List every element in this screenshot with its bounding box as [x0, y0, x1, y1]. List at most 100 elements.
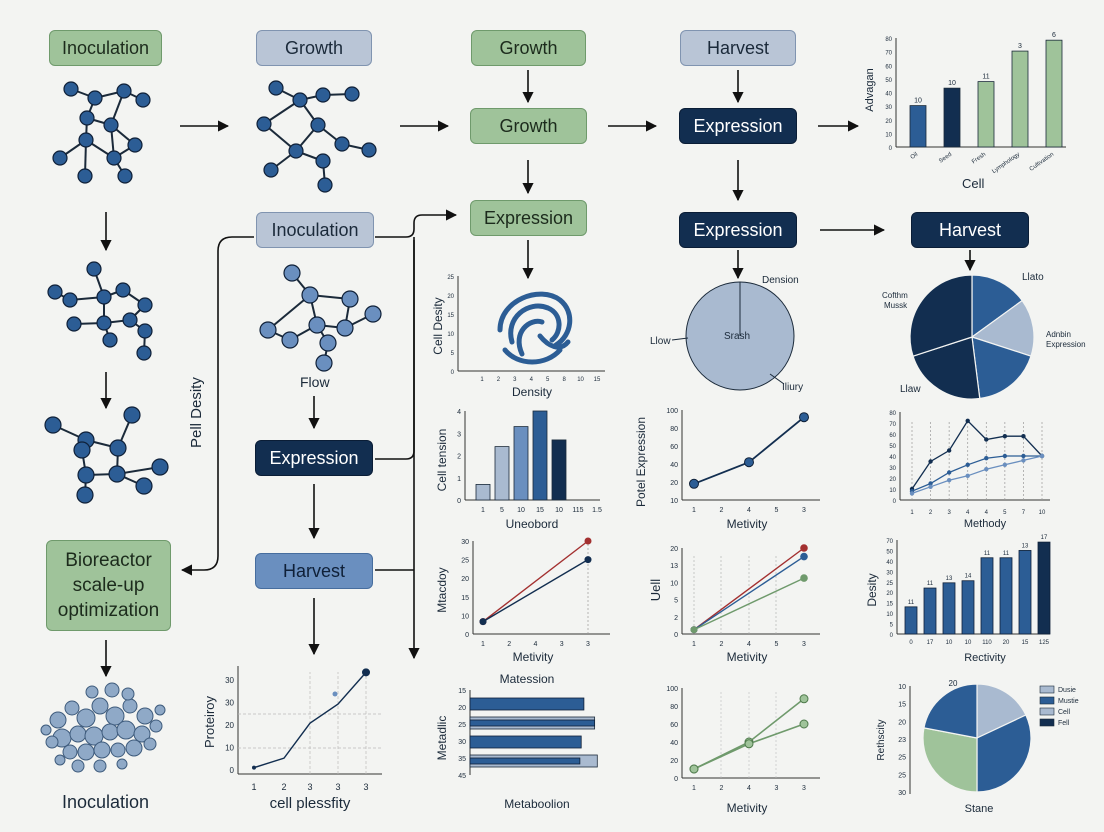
expression-navy-box[interactable]: Expression — [679, 212, 797, 248]
cell-tension-bar — [513, 426, 529, 501]
green-line-point — [799, 719, 809, 729]
methody-xtick: 4 — [966, 510, 970, 516]
cell-tension-bar — [532, 410, 548, 501]
molecule-2-atom — [263, 162, 279, 178]
proteiroy-ytick: 30 — [225, 699, 234, 708]
density-datalabel: 13 — [946, 576, 953, 582]
molecule-4-atom — [151, 458, 169, 476]
metabolic-ytick: 35 — [458, 756, 466, 763]
cell-tension-xtick: 5 — [500, 507, 504, 514]
bar-top-right-xtick: Oil — [910, 152, 919, 161]
cluster-particle — [121, 687, 135, 701]
bar-top-right-ytick: 10 — [885, 132, 892, 138]
potel-xtick: 3 — [802, 507, 806, 514]
uell-point — [800, 574, 808, 582]
cell-density-ytick: 15 — [447, 313, 454, 319]
proteiroy-xtick: 3 — [363, 782, 368, 792]
molecule-1-atom — [117, 168, 133, 184]
expression-top-box[interactable]: Expression — [679, 108, 797, 144]
harvest-left-box[interactable]: Harvest — [255, 553, 373, 589]
molecule-3-atom — [137, 297, 153, 313]
bioreactor-box[interactable]: Bioreactor scale-up optimization — [46, 540, 171, 631]
potel-xtick: 5 — [775, 507, 779, 514]
mtacdoy-xtick: 3 — [586, 641, 590, 648]
molecule-2-atom — [344, 86, 360, 102]
bar-top-right-ytick: 20 — [885, 119, 892, 125]
density-bar — [1018, 550, 1032, 635]
molecule-5-atom — [364, 305, 382, 323]
mtacdoy-ytick: 20 — [461, 576, 469, 583]
molecule-4-atom — [108, 465, 126, 483]
inoculation-box[interactable]: Inoculation — [49, 30, 162, 66]
cluster-particle — [143, 737, 157, 751]
molecule-5 — [259, 264, 382, 372]
density-xtick: 125 — [1039, 640, 1050, 646]
green-line-ytick: 60 — [670, 722, 678, 729]
methody-xtick: 1 — [910, 510, 914, 516]
inoculation-caption: Inoculation — [62, 792, 150, 812]
expression-green-box[interactable]: Expression — [470, 200, 587, 236]
harvest-top-box[interactable]: Harvest — [680, 30, 796, 66]
growth-box[interactable]: Growth — [256, 30, 372, 66]
expression-left-box[interactable]: Expression — [255, 440, 373, 476]
density-bar — [980, 557, 994, 635]
stane-slice — [923, 683, 978, 739]
inoculation-mid-box[interactable]: Inoculation — [256, 212, 374, 248]
stane-ytick: 10 — [898, 684, 906, 691]
cluster-particle — [93, 741, 111, 759]
cluster-particle — [77, 743, 95, 761]
methody-xtick: 7 — [1022, 510, 1026, 516]
methody-point — [909, 491, 915, 496]
cluster-particle — [40, 724, 52, 736]
proteiroy-ytick: 30 — [225, 676, 234, 685]
molecule-4-atom — [109, 439, 127, 457]
molecule-1-atom — [78, 132, 94, 148]
methody-point — [946, 448, 952, 453]
density-ytick: 10 — [886, 612, 893, 618]
cluster-particle — [54, 754, 66, 766]
chart-bar-density: 051015202530405070DesityRectivity1101117… — [865, 535, 1051, 664]
molecule-3-atom — [96, 289, 112, 305]
mtacdoy-ytick: 30 — [461, 539, 469, 546]
stane-slice — [922, 727, 978, 793]
bar-top-right-bar — [1045, 39, 1063, 148]
molecule-2-atom — [315, 87, 331, 103]
pie-mid-annotation: Dension — [762, 275, 799, 286]
density-ytick: 40 — [886, 560, 893, 566]
harvest-navy-box[interactable]: Harvest — [911, 212, 1029, 248]
cell-density-xtick: 3 — [513, 377, 517, 383]
uell-ytick: 10 — [670, 580, 678, 587]
molecule-5-atom — [281, 331, 299, 349]
pie-mid-leader — [769, 373, 785, 385]
cluster-particle — [85, 685, 99, 699]
molecule-5-atom — [315, 354, 333, 372]
bar-top-right-xtick: Seed — [938, 152, 953, 165]
density-bar — [961, 580, 975, 635]
metabolic-ytick: 30 — [458, 739, 466, 746]
density-ytick: 0 — [890, 633, 894, 639]
molecule-2 — [256, 80, 377, 193]
methody-ytick: 20 — [889, 477, 896, 483]
mtacdoy-ytick: 15 — [461, 595, 469, 602]
cell-density-swirl — [516, 318, 545, 357]
green-line-xtick: 2 — [720, 785, 724, 792]
methody-point — [928, 484, 933, 489]
bar-top-right-xtick: Cultivation — [1029, 152, 1055, 173]
cell-density-swirl — [502, 347, 563, 365]
density-bar — [1037, 541, 1051, 635]
uell-series-line — [693, 547, 805, 631]
density-datalabel: 11 — [927, 581, 934, 587]
molecule-2-atom — [292, 92, 308, 108]
growth-top-box[interactable]: Growth — [471, 30, 586, 66]
growth-mid-box[interactable]: Growth — [470, 108, 587, 144]
pie-right-slice — [909, 274, 973, 357]
molecule-5-atom — [341, 290, 359, 308]
proteiroy-ylabel: Proteiroy — [202, 695, 217, 748]
cell-density-ytick: 25 — [447, 275, 454, 281]
